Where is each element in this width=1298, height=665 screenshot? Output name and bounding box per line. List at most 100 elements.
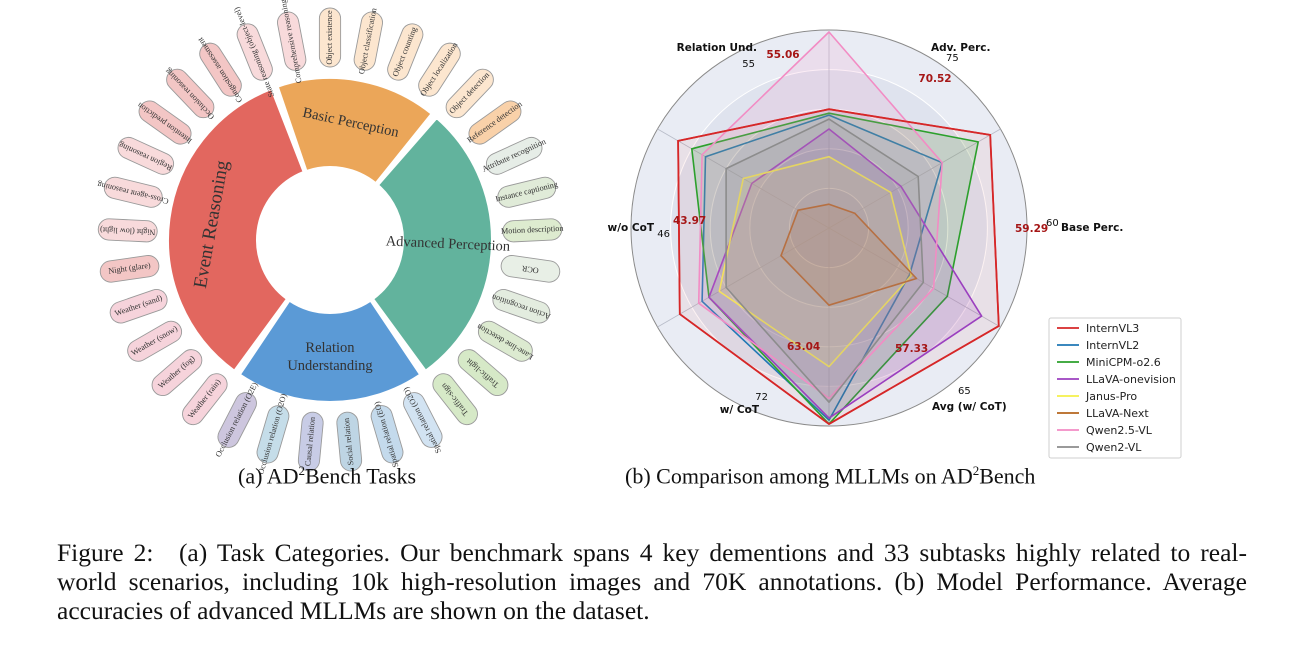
radar-series-llava-next: [780, 203, 918, 306]
subtask-lozenge: [117, 136, 175, 175]
figure-caption: Figure 2: (a) Task Categories. Our bench…: [57, 538, 1247, 625]
subtask-lozenge: [492, 288, 551, 324]
subtask-item: Object classification: [353, 7, 383, 75]
subtask-lozenge: [387, 23, 424, 81]
subtask-item: Instance captioning: [495, 176, 559, 208]
radar-axis-max: 75: [946, 53, 959, 64]
subtask-lozenge: [318, 7, 342, 68]
subtask-item: Cross-agent reasoning: [97, 176, 170, 208]
subtask-lozenge: [166, 68, 215, 119]
subtask-label: Intention prediction: [136, 101, 194, 146]
radar-legend: [1048, 317, 1182, 459]
category-label: Advanced Perception: [385, 234, 511, 255]
radar-spoke: [828, 128, 1001, 229]
radar-axis-name: Base Perc.: [1061, 222, 1123, 234]
subtask-lozenge: [151, 349, 203, 397]
subtask-lozenge: [477, 320, 533, 362]
subtask-item: Region reasoning: [117, 136, 175, 175]
radar-series-llava-onevision: [708, 128, 983, 419]
subtask-label: Occlusion reasoning: [163, 66, 216, 121]
subtask-lozenge: [97, 218, 158, 243]
radar-axis-max: 46: [657, 229, 670, 240]
subtask-item: Social relation: [336, 411, 363, 472]
subtask-label: Night (low light): [100, 225, 156, 237]
subtask-lozenge: [457, 349, 509, 397]
subtask-lozenge: [468, 100, 522, 145]
category-segment: [238, 299, 422, 403]
radar-axis-max: 65: [958, 386, 971, 397]
radar-axis-name: w/ CoT: [720, 404, 760, 416]
subtask-item: Night (low light): [97, 218, 158, 243]
subtask-item: Action recognition: [491, 288, 552, 324]
subtask-lozenge: [182, 373, 228, 426]
legend-label: InternVL3: [1086, 322, 1139, 335]
subtask-item: Spatial relation (EO): [370, 400, 404, 468]
subtask-lozenge: [297, 411, 324, 472]
radar-best-value: 63.04: [787, 341, 820, 353]
subtask-lozenge: [502, 218, 563, 243]
subcaption-a: (a) AD2Bench Tasks: [238, 463, 417, 489]
subtask-lozenge: [485, 136, 543, 175]
subtask-lozenge: [445, 68, 494, 119]
subtask-lozenge: [256, 405, 290, 464]
radar-axis-name: w/o CoT: [608, 222, 655, 234]
subtask-lozenge: [403, 392, 443, 448]
subtask-lozenge: [432, 373, 478, 426]
category-segment: [371, 116, 493, 373]
radar-spoke: [657, 227, 830, 328]
subtask-item: Motion description: [501, 218, 564, 243]
subtask-lozenge: [127, 320, 183, 362]
legend-label: LLaVA-onevision: [1086, 373, 1176, 386]
subtask-label: Object existence: [325, 10, 334, 65]
subtask-item: Causal relation: [297, 411, 324, 472]
subtask-lozenge: [277, 11, 307, 71]
legend-label: LLaVA-Next: [1086, 407, 1149, 420]
radar-series-janus-pro: [718, 155, 913, 368]
category-segment: [276, 77, 433, 185]
category-segment: [167, 87, 305, 373]
radar-best-value: 55.06: [766, 49, 799, 61]
subtask-lozenge: [336, 411, 363, 472]
radar-series-qwen2-vl: [725, 118, 925, 403]
legend-label: Janus-Pro: [1085, 390, 1137, 403]
subtask-lozenge: [138, 100, 192, 145]
subtask-lozenge: [109, 288, 168, 324]
subtask-item: Weather (sand): [109, 288, 168, 324]
radar-axis-name: Adv. Perc.: [931, 42, 990, 54]
radar-best-value: 70.52: [918, 73, 951, 85]
radar-axis-name: Avg (w/ CoT): [932, 401, 1007, 413]
subtask-lozenge: [103, 176, 163, 208]
subtask-label: Motion description: [501, 224, 564, 236]
subtask-lozenge: [353, 11, 383, 71]
subtask-lozenge: [418, 42, 461, 97]
radar-best-value: 43.97: [673, 215, 706, 227]
radar-axis-name: Relation Und.: [677, 42, 757, 54]
subtask-item: Object existence: [318, 7, 342, 68]
subtask-item: Weather (snow): [127, 320, 183, 362]
radar-series-top-outline: [677, 108, 1000, 426]
subcaption-b: (b) Comparison among MLLMs on AD2Bench: [625, 463, 1036, 489]
subtask-lozenge: [199, 42, 242, 97]
radar-chart: 59.29 70.52 55.06 43.97 63.04 57.33 Base Perc.…: [608, 29, 1182, 459]
legend-label: MiniCPM-o2.6: [1086, 356, 1161, 369]
subtask-item: Object counting: [387, 23, 424, 81]
subtask-item: Comprehensive reasoning: [277, 0, 307, 84]
radar-best-value: 57.33: [895, 343, 928, 355]
subtask-label: Social relation: [342, 418, 355, 466]
subtask-lozenge: [500, 255, 561, 283]
subtask-item: Night (glare): [99, 255, 160, 283]
legend-label: Qwen2.5-VL: [1086, 424, 1153, 437]
subtask-lozenge: [236, 23, 273, 81]
subtask-label: Reference detection: [465, 99, 523, 144]
legend-label: InternVL2: [1086, 339, 1139, 352]
radar-best-value: 59.29: [1015, 223, 1048, 235]
subtask-item: OCR: [500, 255, 561, 283]
legend-label: Qwen2-VL: [1086, 441, 1142, 454]
subtask-lozenge: [217, 392, 257, 448]
radar-axis-max: 72: [755, 392, 768, 403]
radar-axis-max: 60: [1046, 218, 1059, 229]
subtask-lozenge: [497, 176, 557, 208]
